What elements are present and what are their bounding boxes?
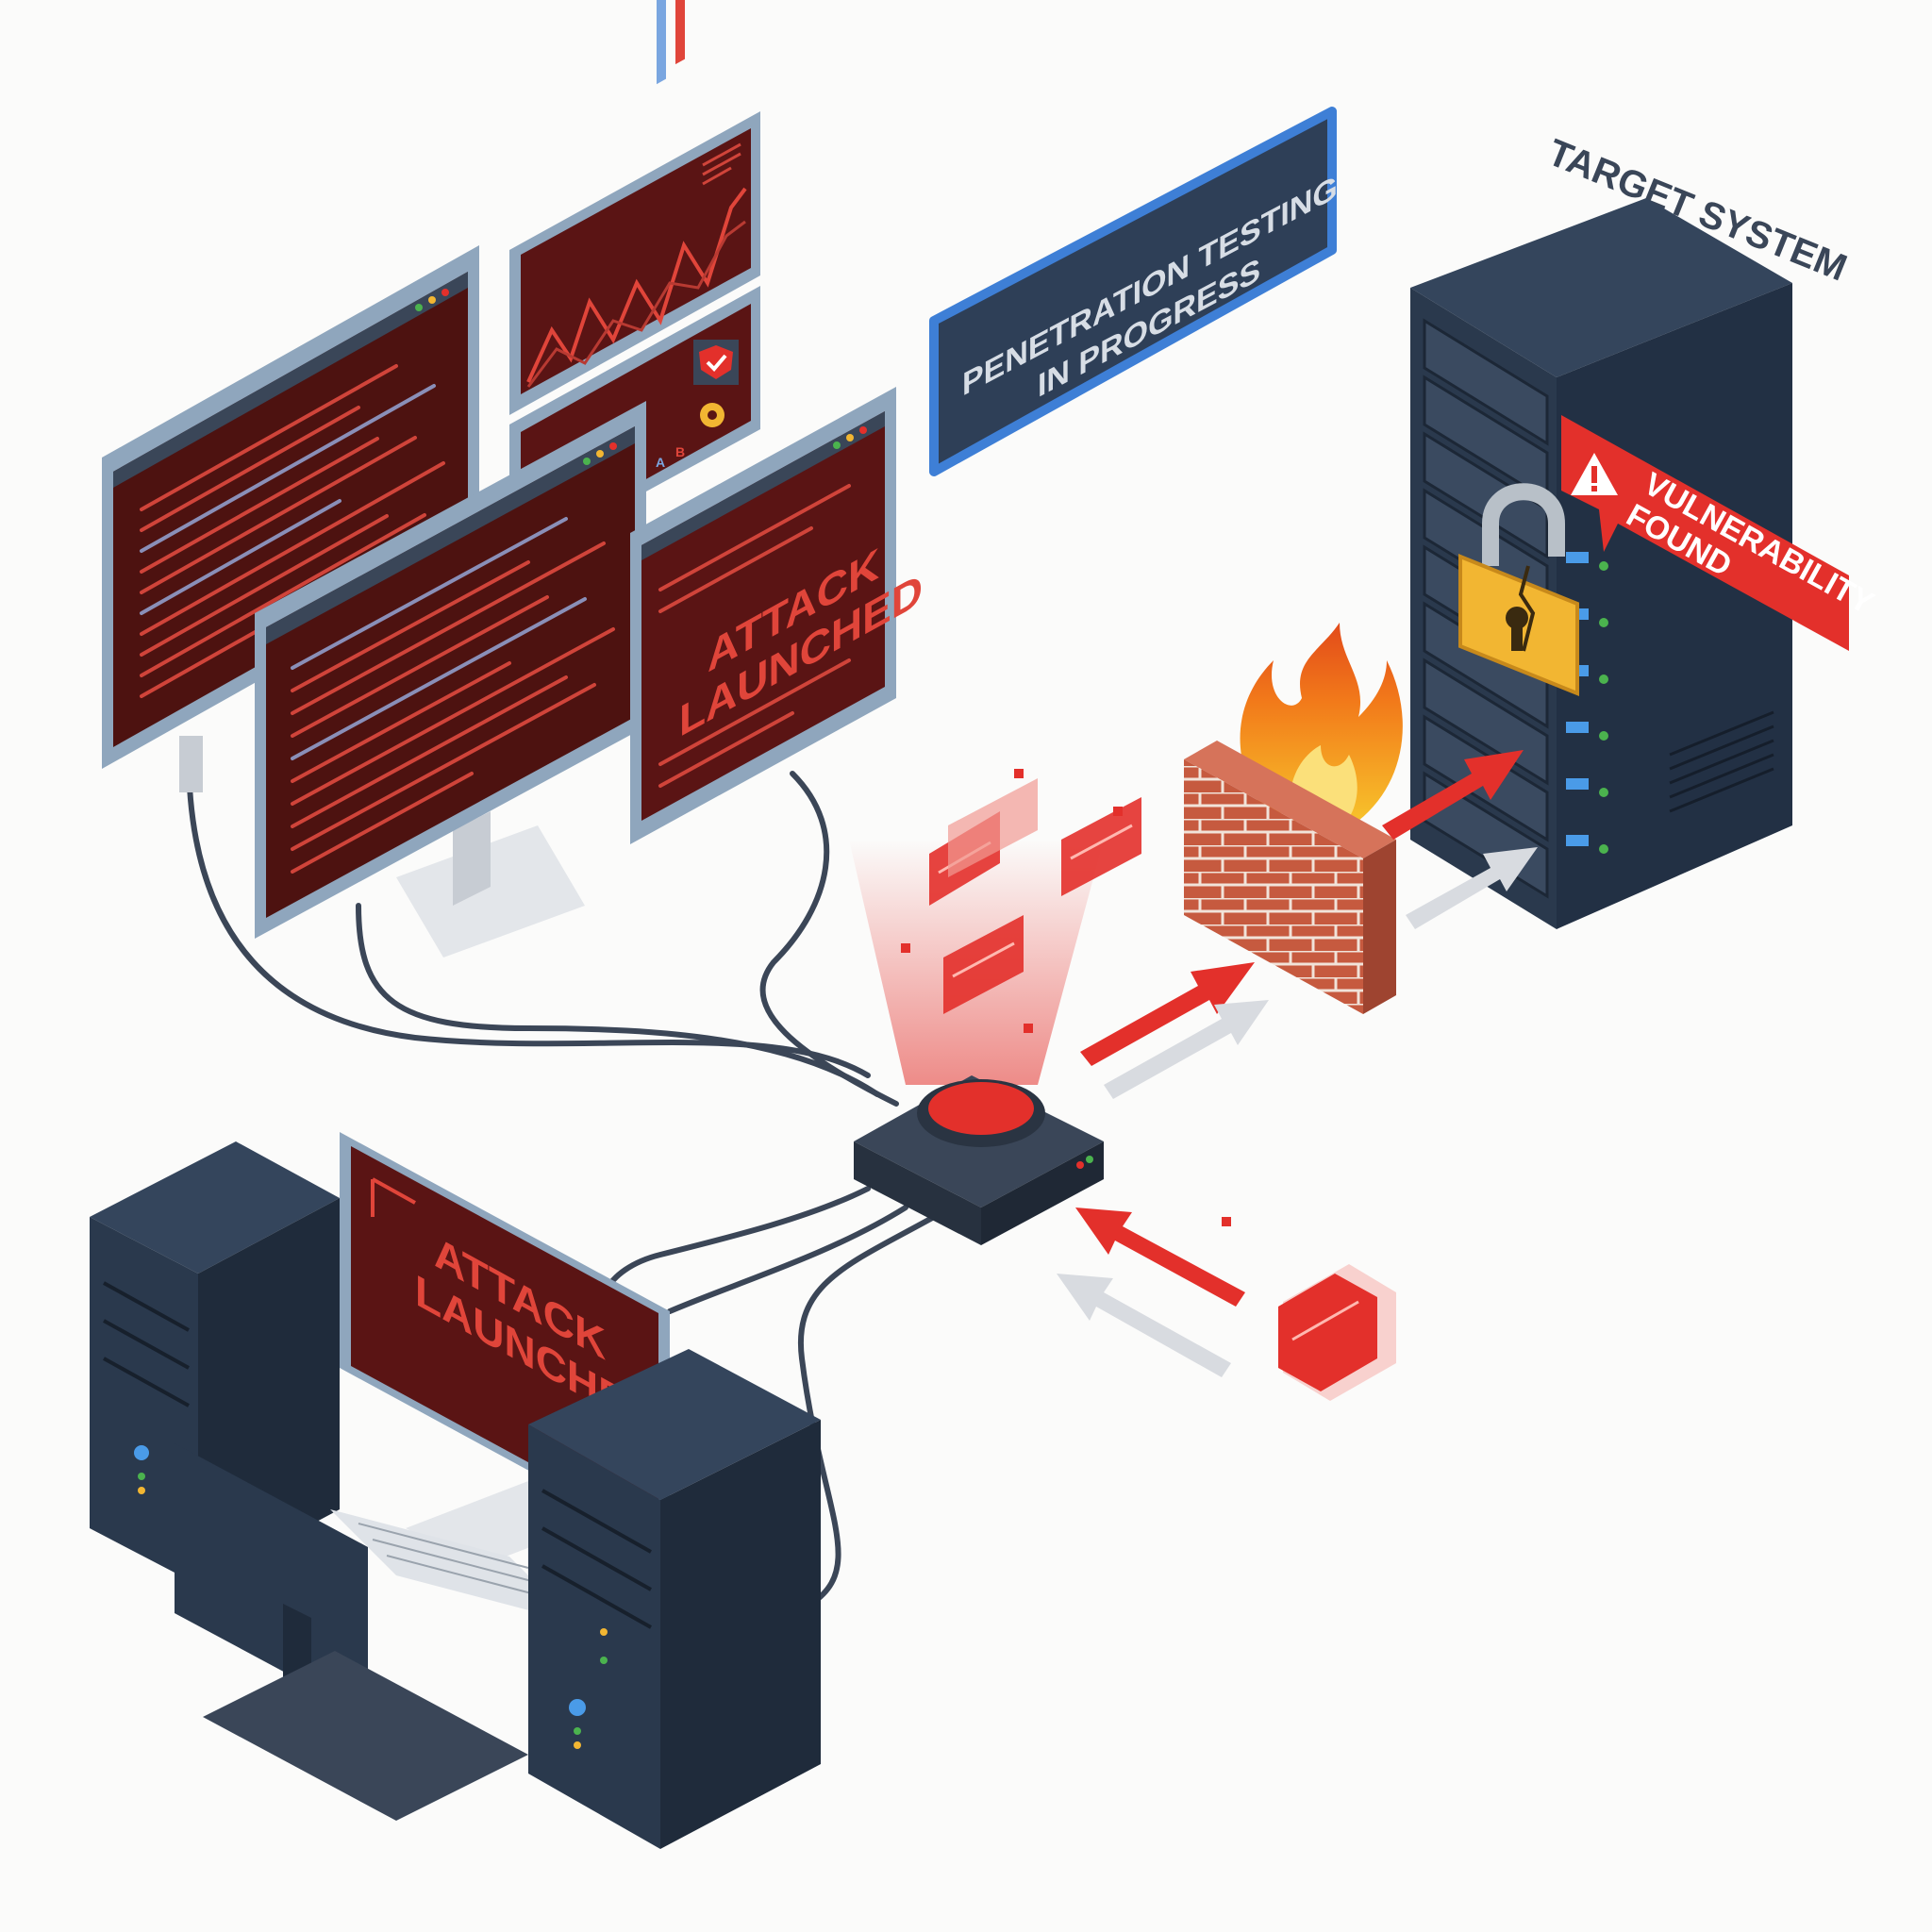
window-dot-yellow (428, 296, 436, 304)
broken-padlock-icon (1458, 483, 1579, 696)
monitor-center (255, 401, 646, 958)
attack-arrows (1057, 750, 1538, 1377)
arrow-incoming (1057, 1208, 1245, 1377)
bar-label-b: B (675, 444, 685, 459)
window-dot-red (441, 289, 449, 296)
window-dot-green (415, 304, 423, 311)
firewall (1184, 623, 1403, 1014)
monitor-chart (509, 111, 760, 415)
code-lines (291, 517, 615, 874)
cable-monitor-attack (759, 771, 899, 1107)
code-lines (140, 364, 445, 698)
network-hub (854, 1075, 1104, 1245)
warning-triangle-icon (1571, 453, 1618, 495)
attack-button[interactable] (928, 1082, 1034, 1135)
status-banner: PENETRATION TESTING IN PROGRESS (929, 107, 1338, 476)
bar-label-a: A (656, 455, 665, 470)
packet-stack (1278, 1264, 1396, 1401)
shield-check-icon (693, 340, 739, 385)
tower-right (528, 1349, 821, 1849)
target-server: TARGET SYSTEM (1410, 132, 1880, 929)
server-vents (1669, 710, 1774, 813)
packet (943, 915, 1024, 1014)
cable-to-workstation-2 (667, 1205, 908, 1314)
monitor-back (175, 1443, 528, 1821)
cable-monitor-center (356, 903, 880, 1097)
packet (948, 778, 1038, 877)
workstation: ATTACK LAUNCHED (90, 1132, 821, 1849)
arrow-to-firewall (1080, 962, 1269, 1099)
arrow-to-server (1382, 750, 1538, 929)
bar-b (675, 0, 685, 65)
packet (1061, 797, 1141, 896)
data-packets (849, 769, 1396, 1401)
bar-a (657, 0, 666, 85)
monitor-left (102, 245, 479, 792)
network-cables (186, 752, 937, 1644)
gear-icon (700, 403, 724, 427)
